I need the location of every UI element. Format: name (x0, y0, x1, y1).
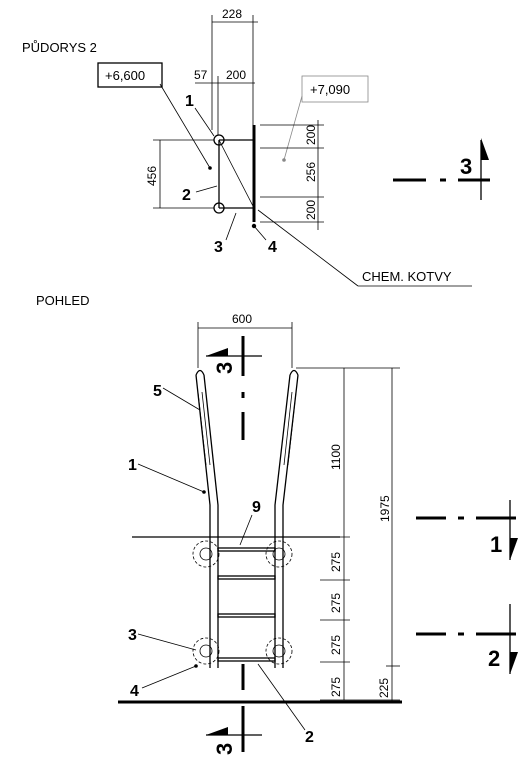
anchor-plate-bottom-right (265, 637, 293, 665)
rail-left-slot (197, 391, 211, 466)
view-title: POHLED (36, 293, 89, 308)
dim-1975: 1975 (378, 495, 392, 522)
plan-diagonal (218, 139, 255, 209)
leader-1 (194, 107, 215, 137)
callout-3: 3 (214, 239, 223, 256)
leader-2 (195, 185, 218, 193)
callout-4: 4 (268, 239, 277, 256)
callout-9: 9 (252, 499, 261, 516)
section-1-arrow-head (510, 538, 518, 560)
section-mark-1: 1 (490, 532, 502, 557)
dim-1100: 1100 (329, 444, 343, 470)
dim-r200b: 200 (304, 200, 318, 220)
leader-9 (239, 514, 253, 546)
anchor-note: CHEM. KOTVY (362, 269, 452, 284)
dim-600: 600 (232, 312, 252, 326)
rail-left-inner (203, 374, 219, 668)
dim-57: 57 (194, 68, 208, 82)
level-point-right (282, 158, 286, 162)
section-2-arrow-head (510, 652, 518, 674)
rung (217, 575, 276, 580)
level-box-left (97, 62, 163, 88)
level-right: +7,090 (310, 82, 350, 97)
dim-456: 456 (145, 166, 159, 186)
level-left: +6,600 (105, 68, 145, 83)
dim-275-1: 275 (329, 552, 343, 572)
leader-5 (162, 387, 201, 411)
callout-3-view: 3 (128, 627, 137, 644)
rung (217, 657, 276, 662)
section-3-top-arrow (206, 348, 228, 356)
dim-228: 228 (222, 7, 242, 21)
callout-4-view: 4 (130, 683, 139, 700)
callout-2-view: 2 (305, 729, 314, 746)
rail-right-slot (283, 391, 297, 466)
plan-title: PŮDORYS 2 (22, 40, 97, 55)
anchor-point (251, 223, 257, 229)
callout-1-view: 1 (128, 457, 137, 474)
leader-1-point (202, 490, 206, 494)
anchor-note-leader (257, 209, 359, 287)
rail-left-outer (195, 374, 211, 668)
section-mark-3-plan: 3 (460, 154, 472, 179)
dim-275-4: 275 (329, 677, 343, 697)
level-leader-left (159, 83, 211, 169)
anchor-plate-top-right (265, 540, 293, 568)
anchor-plate-bottom-left (192, 637, 220, 665)
dim-275-2: 275 (329, 593, 343, 613)
leader-2-view (257, 663, 306, 731)
callout-1: 1 (185, 93, 194, 110)
dim-225: 225 (377, 678, 391, 698)
rail-left-cap (195, 369, 205, 376)
dim-275-3: 275 (329, 635, 343, 655)
leader-4 (253, 225, 267, 241)
elevation-view: 600 3 (118, 312, 518, 755)
plan-view: 228 57 200 +6,600 +7,090 456 200 (97, 7, 490, 287)
section-mark-3-bottom: 3 (212, 743, 237, 755)
leader-3-view (137, 633, 197, 651)
section-3-bottom-arrow (206, 727, 228, 735)
leader-4-point (194, 664, 198, 668)
level-point-left (208, 166, 212, 170)
rung (217, 613, 276, 618)
level-box-right (301, 75, 369, 103)
section-arrow-head (481, 138, 489, 160)
callout-2: 2 (182, 187, 191, 204)
dim-r200a: 200 (304, 125, 318, 145)
dim-200: 200 (226, 68, 246, 82)
leader-3 (225, 212, 237, 241)
section-mark-3-top: 3 (212, 362, 237, 374)
dim-r256: 256 (304, 162, 318, 182)
anchor-plate-top-left (192, 540, 220, 568)
section-mark-2: 2 (488, 646, 500, 671)
rail-right-cap (289, 369, 299, 376)
leader-1-view (137, 463, 205, 493)
level-leader-right (283, 95, 303, 161)
leader-4-view (141, 665, 197, 689)
callout-5: 5 (153, 383, 162, 400)
